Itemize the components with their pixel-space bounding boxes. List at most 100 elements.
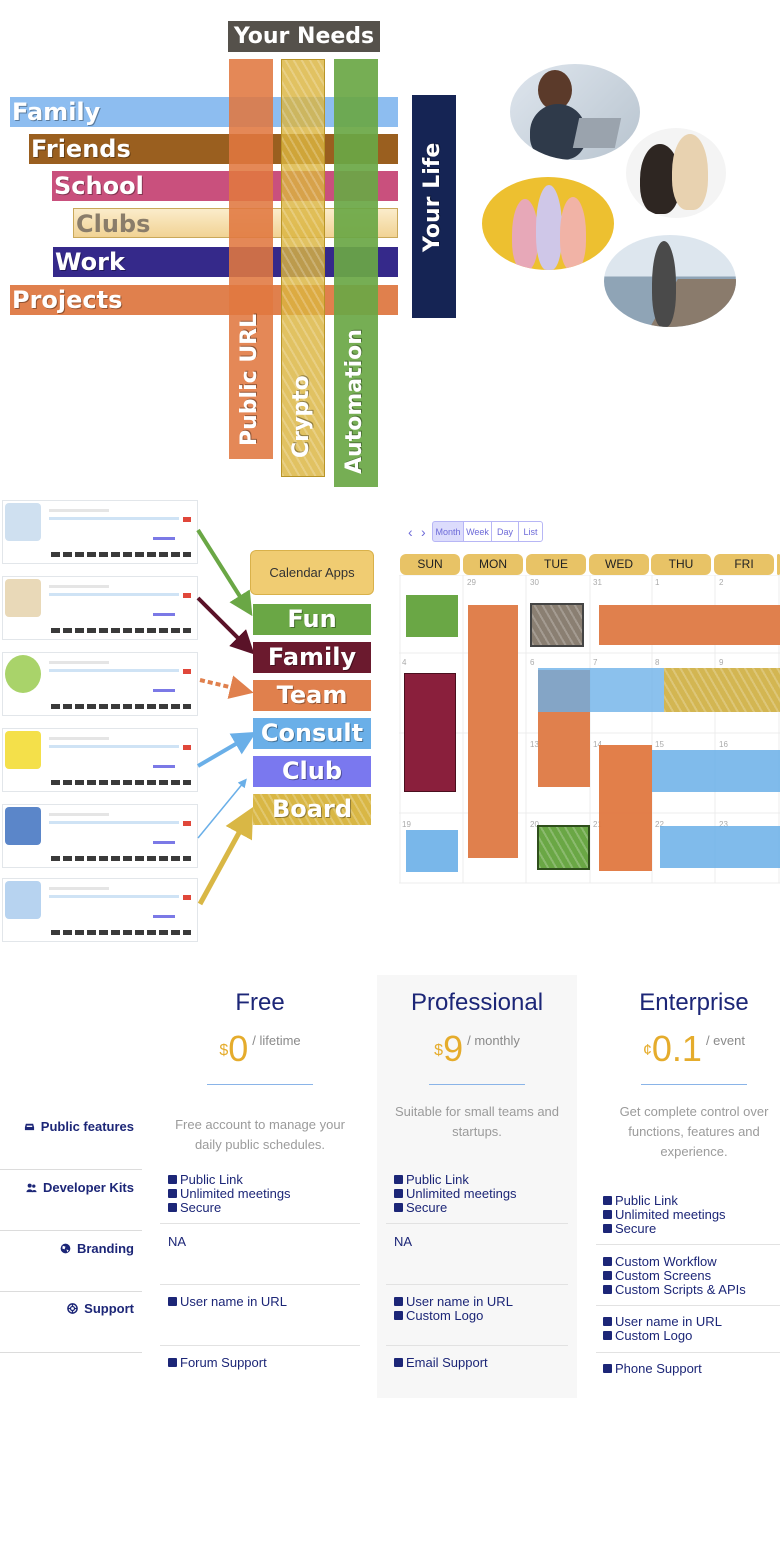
date-number: 16 <box>719 740 728 749</box>
event-consult[interactable] <box>406 830 458 872</box>
feature-public-features: Public features <box>24 1119 134 1134</box>
category-family-label: Family <box>267 643 357 671</box>
date-number: 14 <box>593 740 602 749</box>
app-screenshot-family[interactable] <box>2 576 198 640</box>
view-day-button[interactable]: Day <box>491 521 519 542</box>
band-friends-label: Friends <box>31 135 131 163</box>
band-automation <box>334 59 378 487</box>
event-fun[interactable] <box>537 825 590 870</box>
event-family[interactable] <box>404 673 456 792</box>
enterprise-support-value: Phone Support <box>603 1362 702 1376</box>
event-board[interactable] <box>530 603 584 647</box>
list-item: Custom Workflow <box>603 1255 746 1269</box>
category-consult[interactable]: Consult <box>253 718 371 749</box>
app-header-line <box>49 509 109 512</box>
category-board[interactable]: Board <box>253 794 371 825</box>
date-number: 29 <box>467 578 476 587</box>
band-clubs-label: Clubs <box>76 210 151 238</box>
band-work-label: Work <box>55 248 125 276</box>
event-team[interactable] <box>599 745 652 871</box>
feature-divider <box>0 1169 142 1170</box>
feature-label-text: Branding <box>76 1241 134 1256</box>
date-number: 8 <box>655 658 660 667</box>
row-divider <box>386 1284 568 1285</box>
price-amount: 0.1 <box>651 1028 702 1069</box>
event-board[interactable] <box>664 668 780 712</box>
day-header-tue: TUE <box>526 554 586 575</box>
date-number: 23 <box>719 820 728 829</box>
app-red-button[interactable] <box>183 593 191 598</box>
app-red-button[interactable] <box>183 745 191 750</box>
event-consult[interactable] <box>660 826 780 868</box>
app-logo <box>5 503 41 541</box>
feature-label-text: Developer Kits <box>42 1180 134 1195</box>
day-header-sun: SUN <box>400 554 460 575</box>
list-item: User name in URL <box>603 1315 722 1329</box>
event-team[interactable] <box>599 605 780 645</box>
app-red-button[interactable] <box>183 669 191 674</box>
next-month-icon[interactable]: › <box>421 524 426 540</box>
day-header-fri: FRI <box>714 554 774 575</box>
date-number: 22 <box>655 820 664 829</box>
day-header-mon: MON <box>463 554 523 575</box>
event-consult[interactable] <box>652 750 780 792</box>
band-public-url <box>229 59 273 459</box>
app-header-line <box>49 661 109 664</box>
category-fun-label: Fun <box>287 605 337 633</box>
view-month-button[interactable]: Month <box>432 521 464 542</box>
app-header-line <box>49 737 109 740</box>
list-item: Custom Logo <box>394 1309 513 1323</box>
category-club-label: Club <box>281 757 343 785</box>
plan-enterprise-description: Get complete control over functions, fea… <box>619 1104 769 1159</box>
day-header-sat <box>777 554 780 575</box>
row-divider <box>596 1305 780 1306</box>
app-header-line <box>49 585 109 588</box>
plan-free-price: $0/ lifetime <box>160 1028 360 1070</box>
event-fun[interactable] <box>406 595 458 637</box>
date-number: 13 <box>530 740 539 749</box>
app-input-line <box>49 821 179 824</box>
free-developer-kits-list: Public Link Unlimited meetings Secure <box>168 1173 291 1215</box>
app-input-line <box>49 745 179 748</box>
app-red-button[interactable] <box>183 895 191 900</box>
app-screenshot-fun[interactable] <box>2 500 198 564</box>
app-screenshot-club[interactable] <box>2 804 198 868</box>
date-number: 21 <box>593 820 602 829</box>
your-needs-label: Your Needs <box>233 24 375 49</box>
prev-month-icon[interactable]: ‹ <box>408 524 413 540</box>
app-screenshot-board[interactable] <box>2 878 198 942</box>
callout-label: Calendar Apps <box>269 565 355 580</box>
view-list-button[interactable]: List <box>518 521 543 542</box>
app-red-button[interactable] <box>183 517 191 522</box>
category-family[interactable]: Family <box>253 642 371 673</box>
arrow-consult <box>196 731 257 768</box>
date-number: 9 <box>719 658 724 667</box>
category-club[interactable]: Club <box>253 756 371 787</box>
app-logo <box>5 881 41 919</box>
app-screenshot-team[interactable] <box>2 652 198 716</box>
feature-branding: Branding <box>60 1241 134 1256</box>
app-screenshot-consult[interactable] <box>2 728 198 792</box>
category-team[interactable]: Team <box>253 680 371 711</box>
feature-divider <box>0 1352 142 1353</box>
category-fun[interactable]: Fun <box>253 604 371 635</box>
event-team[interactable] <box>468 605 518 858</box>
app-action-line <box>153 841 175 844</box>
app-red-button[interactable] <box>183 821 191 826</box>
app-logo <box>5 655 41 693</box>
price-period: / lifetime <box>252 1033 301 1048</box>
feature-label-text: Support <box>84 1301 134 1316</box>
app-header-line <box>49 813 109 816</box>
category-team-label: Team <box>276 681 348 709</box>
plan-professional-title: Professional <box>410 989 544 1016</box>
app-schedule-cells <box>51 628 191 633</box>
day-header-thu: THU <box>651 554 711 575</box>
app-schedule-cells <box>51 704 191 709</box>
date-number: 2 <box>719 578 724 587</box>
date-number: 1 <box>655 578 660 587</box>
view-week-button[interactable]: Week <box>463 521 492 542</box>
currency-symbol: $ <box>434 1042 444 1059</box>
list-item: Custom Screens <box>603 1269 746 1283</box>
app-logo <box>5 807 41 845</box>
app-action-line <box>153 537 175 540</box>
